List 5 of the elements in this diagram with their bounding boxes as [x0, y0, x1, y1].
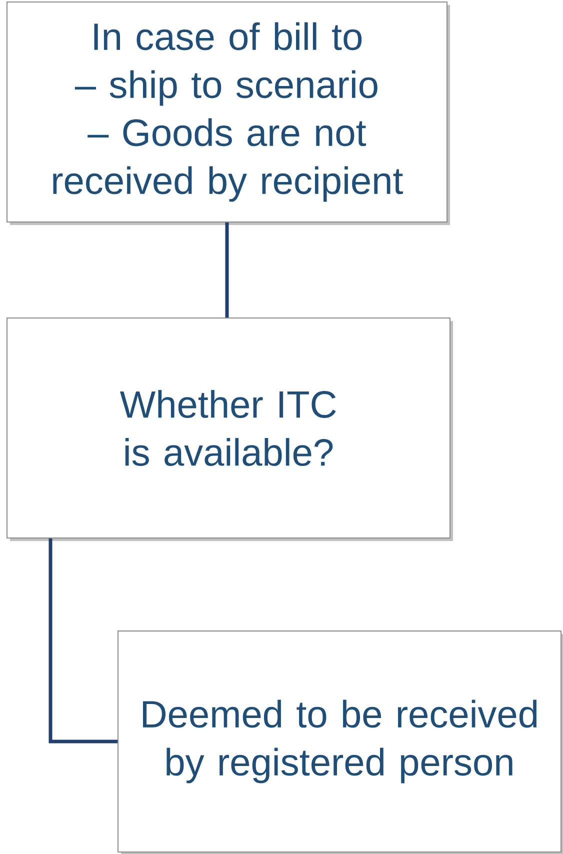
connector-line — [48, 538, 118, 744]
text-box: In case of bill to – ship to scenario – Goods are not received by recipient — [6, 2, 448, 222]
text-box: Whether ITC is available? — [6, 318, 450, 538]
text-box: Deemed to be received by registered person — [118, 630, 562, 852]
connector-line — [225, 222, 229, 318]
